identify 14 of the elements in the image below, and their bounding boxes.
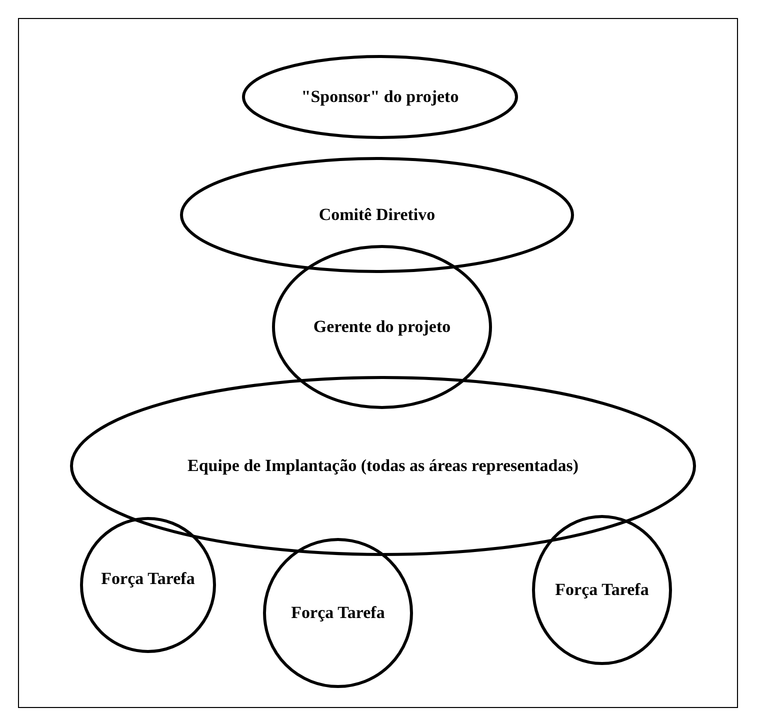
node-text: "Sponsor" do projeto: [301, 87, 459, 107]
node-text: Gerente do projeto: [313, 317, 451, 337]
node-text: Equipe de Implantação (todas as áreas representadas): [187, 456, 579, 476]
ellipse: [263, 538, 413, 688]
node-text: Comitê Diretivo: [318, 205, 436, 225]
node-text: Força Tarefa: [101, 569, 195, 589]
ellipse: [532, 515, 672, 665]
ellipse: [80, 517, 216, 653]
ellipse: [242, 55, 518, 139]
ellipse: [272, 245, 492, 409]
ellipse: [180, 157, 574, 273]
node-text: Força Tarefa: [291, 603, 385, 623]
node-text: Força Tarefa: [555, 580, 649, 600]
ellipse: [70, 376, 696, 556]
